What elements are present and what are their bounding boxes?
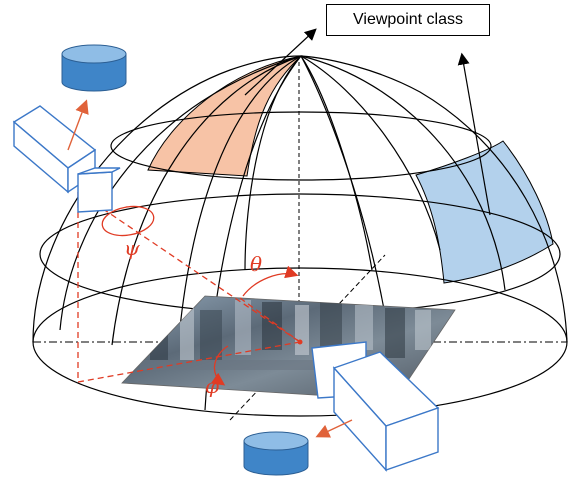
camera-icon — [12, 105, 121, 213]
camera-projection-point — [297, 339, 303, 345]
view-direction-arrow — [67, 99, 89, 151]
pointer-arrow-blue — [457, 52, 491, 216]
psi-label: ψ — [124, 236, 140, 260]
theta-label: θ — [250, 252, 263, 276]
camera-icon — [311, 341, 440, 472]
database-cylinder-icon — [61, 44, 127, 92]
angle-construction — [77, 191, 301, 386]
pointer-arrow-orange — [244, 28, 317, 96]
database-cylinder-icon — [243, 431, 309, 476]
view-direction-arrow — [315, 419, 353, 438]
phi-label: φ — [205, 374, 220, 398]
viewpoint-class-label: Viewpoint class — [326, 4, 490, 36]
orange-viewpoint-patch — [147, 55, 303, 177]
dome-wireframe — [32, 55, 568, 417]
